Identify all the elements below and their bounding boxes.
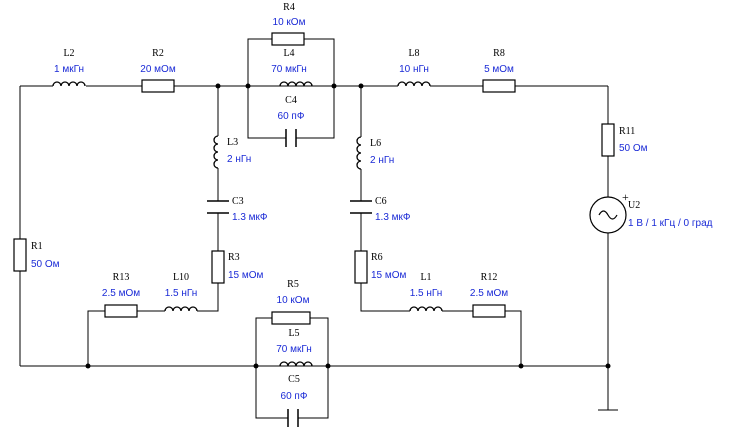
l8-ref-label: L8: [408, 48, 419, 59]
inductor-l2-symbol[interactable]: [52, 81, 86, 87]
l3-ref-label: L3: [227, 137, 238, 148]
capacitor-c4-symbol[interactable]: [285, 129, 297, 147]
c6-ref-label: C6: [375, 196, 387, 207]
l10-value-label: 1.5 нГн: [165, 288, 198, 299]
resistor-r2-symbol[interactable]: [141, 79, 175, 93]
c6-value-label: 1.3 мкФ: [375, 212, 411, 223]
r3-value-label: 15 мОм: [228, 270, 264, 281]
resistor-r12-symbol[interactable]: [472, 304, 506, 318]
junction-dot: [325, 363, 331, 369]
r13-ref-label: R13: [113, 272, 130, 283]
inductor-l8-symbol[interactable]: [397, 81, 431, 87]
r12-ref-label: R12: [481, 272, 498, 283]
r1-ref-label: R1: [31, 241, 43, 252]
r3-ref-label: R3: [228, 252, 240, 263]
r11-value-label: 50 Ом: [619, 143, 648, 154]
r4-value-label: 10 кОм: [273, 17, 306, 28]
inductor-l3-symbol[interactable]: [213, 135, 219, 169]
c3-value-label: 1.3 мкФ: [232, 212, 268, 223]
junction-dot: [215, 83, 221, 89]
resistor-r6-symbol[interactable]: [354, 250, 368, 284]
r6-value-label: 15 мОм: [371, 270, 407, 281]
l10-ref-label: L10: [173, 272, 189, 283]
r5-ref-label: R5: [287, 279, 299, 290]
c4-value-label: 60 пФ: [278, 111, 305, 122]
l3-value-label: 2 нГн: [227, 154, 251, 165]
capacitor-c5-symbol[interactable]: [287, 409, 299, 427]
junction-dot: [358, 83, 364, 89]
r8-value-label: 5 мОм: [484, 64, 514, 75]
junction-dot: [253, 363, 259, 369]
resistor-r11-symbol[interactable]: [601, 123, 615, 157]
l1-value-label: 1.5 нГн: [410, 288, 443, 299]
r6-ref-label: R6: [371, 252, 383, 263]
junction-dot: [518, 363, 524, 369]
r8-ref-label: R8: [493, 48, 505, 59]
r2-value-label: 20 мОм: [140, 64, 176, 75]
l6-value-label: 2 нГн: [370, 155, 394, 166]
capacitor-c6-symbol[interactable]: [350, 200, 372, 214]
u2-ref-label: U2: [628, 200, 640, 211]
resistor-r13-symbol[interactable]: [104, 304, 138, 318]
r5-value-label: 10 кОм: [277, 295, 310, 306]
junction-dot: [245, 83, 251, 89]
u2-plus-label: +: [622, 190, 629, 204]
r11-ref-label: R11: [619, 126, 635, 137]
l2-value-label: 1 мкГн: [54, 64, 84, 75]
c3-ref-label: C3: [232, 196, 244, 207]
r13-value-label: 2.5 мОм: [102, 288, 140, 299]
r12-value-label: 2.5 мОм: [470, 288, 508, 299]
junction-dot: [85, 363, 91, 369]
inductor-l4-symbol[interactable]: [279, 81, 313, 87]
l5-ref-label: L5: [288, 328, 299, 339]
resistor-r5-symbol[interactable]: [271, 311, 311, 325]
inductor-l1-symbol[interactable]: [409, 306, 443, 312]
ac-source-u2-symbol[interactable]: [589, 196, 627, 234]
u2-value-label: 1 В / 1 кГц / 0 град: [628, 218, 713, 229]
inductor-l6-symbol[interactable]: [356, 136, 362, 170]
c5-ref-label: C5: [288, 374, 300, 385]
resistor-r3-symbol[interactable]: [211, 250, 225, 284]
r4-ref-label: R4: [283, 2, 295, 13]
l4-ref-label: L4: [283, 48, 294, 59]
c4-ref-label: C4: [285, 95, 297, 106]
capacitor-c3-symbol[interactable]: [207, 200, 229, 214]
l5-value-label: 70 мкГн: [276, 344, 312, 355]
resistor-r8-symbol[interactable]: [482, 79, 516, 93]
junctions: [85, 83, 611, 369]
r2-ref-label: R2: [152, 48, 164, 59]
inductor-l5-symbol[interactable]: [279, 361, 313, 367]
wires: [19, 38, 618, 419]
inductor-l10-symbol[interactable]: [164, 306, 198, 312]
l2-ref-label: L2: [63, 48, 74, 59]
l1-ref-label: L1: [420, 272, 431, 283]
resistor-r1-symbol[interactable]: [13, 238, 27, 272]
l4-value-label: 70 мкГн: [271, 64, 307, 75]
c5-value-label: 60 пФ: [281, 391, 308, 402]
l8-value-label: 10 нГн: [399, 64, 429, 75]
resistor-r4-symbol[interactable]: [271, 32, 305, 46]
r1-value-label: 50 Ом: [31, 259, 60, 270]
junction-dot: [331, 83, 337, 89]
l6-ref-label: L6: [370, 138, 381, 149]
junction-dot: [605, 363, 611, 369]
